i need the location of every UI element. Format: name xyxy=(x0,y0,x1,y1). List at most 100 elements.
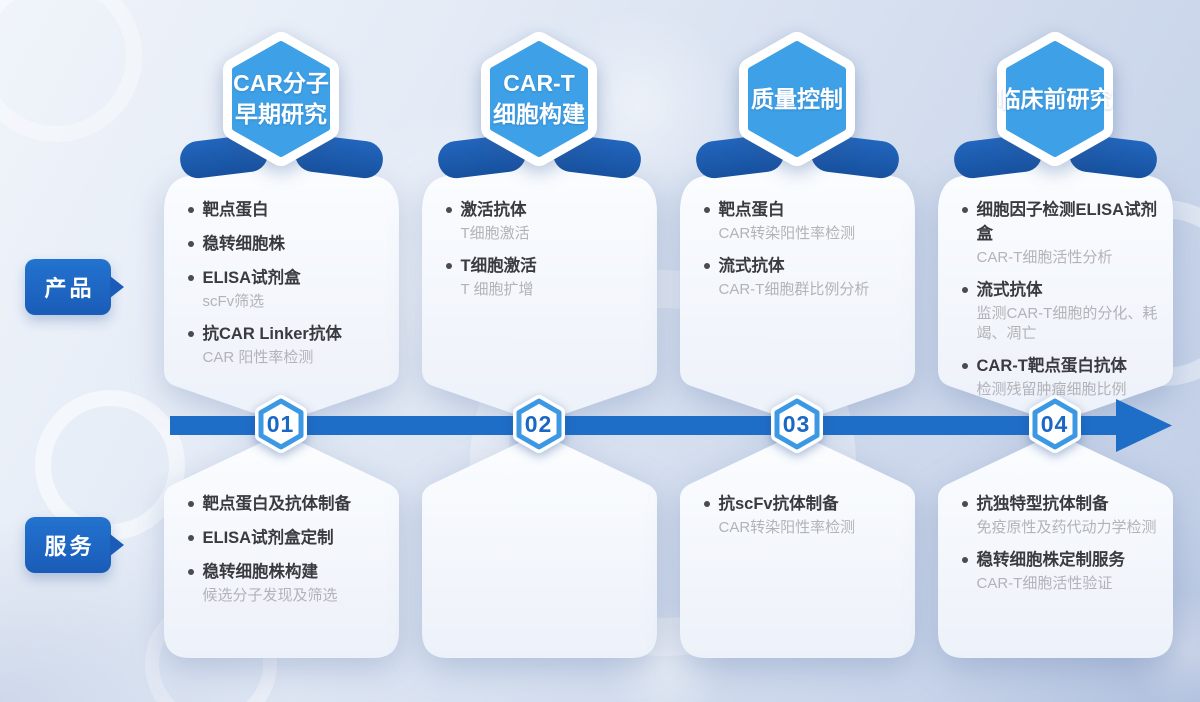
bullet-icon xyxy=(187,501,194,507)
bullet-icon xyxy=(187,207,194,213)
stage-title-line: CAR分子 xyxy=(233,70,329,96)
bullet-icon xyxy=(445,263,452,269)
stage-number: 01 xyxy=(266,410,295,437)
item-label: 抗scFv抗体制备 xyxy=(718,495,839,513)
stage-hexagon-icon xyxy=(738,32,855,166)
item-label: ELISA试剂盒定制 xyxy=(202,529,334,547)
bullet-icon xyxy=(187,331,194,337)
item-note: scFv筛选 xyxy=(202,293,265,310)
stage-hexagon-icon xyxy=(996,32,1113,166)
services-tag-label: 服务 xyxy=(44,534,95,559)
item-label: 稳转细胞株构建 xyxy=(202,563,319,581)
list-item: 流式抗体监测CAR-T细胞的分化、耗竭、凋亡 xyxy=(961,278,1162,344)
stage-title: 临床前研究 xyxy=(958,30,1153,168)
stage-title: 质量控制 xyxy=(700,30,895,168)
item-note: CAR-T细胞活性分析 xyxy=(976,249,1113,266)
stage-title-line: 临床前研究 xyxy=(997,85,1113,112)
list-item: 靶点蛋白及抗体制备 xyxy=(187,492,388,516)
list-item: 靶点蛋白 xyxy=(187,198,388,222)
item-label: 抗独特型抗体制备 xyxy=(976,495,1109,513)
products-card xyxy=(937,158,1173,421)
item-label: 流式抗体 xyxy=(718,257,785,275)
bullet-icon xyxy=(445,207,452,213)
bullet-icon xyxy=(703,207,710,213)
stage-title: CAR分子早期研究 xyxy=(184,30,379,168)
bullet-icon xyxy=(187,275,194,281)
item-note: T 细胞扩增 xyxy=(460,281,534,298)
services-list: 抗scFv抗体制备 CAR转染阳性率检测 xyxy=(703,492,904,548)
item-label: CAR-T靶点蛋白抗体 xyxy=(976,357,1127,375)
stage-title-line: 质量控制 xyxy=(751,85,843,112)
item-note: 候选分子发现及筛选 xyxy=(202,587,338,604)
item-note: CAR-T细胞活性验证 xyxy=(976,575,1113,592)
services-card xyxy=(937,436,1173,658)
services-list: 抗独特型抗体制备免疫原性及药代动力学检测稳转细胞株定制服务 CAR-T细胞活性验证 xyxy=(961,492,1162,604)
list-item: 稳转细胞株构建候选分子发现及筛选 xyxy=(187,560,388,606)
item-label: ELISA试剂盒 xyxy=(202,269,301,287)
list-item: 流式抗体 CAR-T细胞群比例分析 xyxy=(703,254,904,300)
stage-column-03: 质量控制 03 靶点蛋白 CAR转染阳性率检测流式抗体 CAR-T细胞群比例分析 抗… xyxy=(679,0,915,702)
list-item: ELISA试剂盒 scFv筛选 xyxy=(187,266,388,312)
item-label: 靶点蛋白 xyxy=(718,201,785,219)
bullet-icon xyxy=(961,363,968,369)
bullet-icon xyxy=(703,501,710,507)
list-item: 抗CAR Linker抗体 CAR 阳性率检测 xyxy=(187,322,388,368)
services-list: 靶点蛋白及抗体制备 ELISA试剂盒定制稳转细胞株构建候选分子发现及筛选 xyxy=(187,492,388,616)
item-note: CAR转染阳性率检测 xyxy=(718,519,856,536)
products-tag-label: 产品 xyxy=(44,276,95,301)
item-label: 细胞因子检测ELISA试剂盒 xyxy=(976,201,1158,243)
bullet-icon xyxy=(703,263,710,269)
bullet-icon xyxy=(187,569,194,575)
stage-number-badge xyxy=(770,395,823,453)
item-label: T细胞激活 xyxy=(460,257,537,275)
bullet-icon xyxy=(961,287,968,293)
products-list: 靶点蛋白稳转细胞株 ELISA试剂盒 scFv筛选抗CAR Linker抗体 CAR … xyxy=(187,198,388,378)
services-tag: 服务 xyxy=(25,517,111,573)
products-card xyxy=(679,158,915,421)
stage-title-line: 早期研究 xyxy=(235,101,327,127)
stage-title-line: CAR-T xyxy=(503,70,575,96)
services-card xyxy=(421,436,657,658)
item-label: 靶点蛋白及抗体制备 xyxy=(202,495,352,513)
list-item: T细胞激活 T 细胞扩增 xyxy=(445,254,646,300)
bullet-icon xyxy=(187,241,194,247)
item-note: 监测CAR-T细胞的分化、耗竭、凋亡 xyxy=(976,305,1158,342)
item-note: 检测残留肿瘤细胞比例 xyxy=(976,381,1127,398)
item-note: 免疫原性及药代动力学检测 xyxy=(976,519,1157,536)
item-note: CAR-T细胞群比例分析 xyxy=(718,281,870,298)
list-item: 稳转细胞株 xyxy=(187,232,388,256)
products-tag: 产品 xyxy=(25,259,111,315)
bullet-icon xyxy=(187,535,194,541)
item-note: CAR转染阳性率检测 xyxy=(718,225,856,242)
list-item: ELISA试剂盒定制 xyxy=(187,526,388,550)
list-item: 抗独特型抗体制备免疫原性及药代动力学检测 xyxy=(961,492,1162,538)
list-item: 细胞因子检测ELISA试剂盒 CAR-T细胞活性分析 xyxy=(961,198,1162,268)
products-list: 细胞因子检测ELISA试剂盒 CAR-T细胞活性分析流式抗体监测CAR-T细胞的分… xyxy=(961,198,1162,410)
item-label: 抗CAR Linker抗体 xyxy=(202,325,342,343)
item-label: 流式抗体 xyxy=(976,281,1043,299)
bullet-icon xyxy=(961,207,968,213)
bullet-icon xyxy=(961,557,968,563)
stage-column-01: CAR分子早期研究 01 靶点蛋白稳转细胞株 ELISA试剂盒 scFv筛选抗CAR… xyxy=(163,0,399,702)
stage-number: 02 xyxy=(524,410,553,437)
item-label: 靶点蛋白 xyxy=(202,201,269,219)
list-item: CAR-T靶点蛋白抗体检测残留肿瘤细胞比例 xyxy=(961,354,1162,400)
item-label: 激活抗体 xyxy=(460,201,527,219)
item-label: 稳转细胞株 xyxy=(202,235,286,253)
stage-number-badge xyxy=(1028,395,1081,453)
services-card xyxy=(163,436,399,658)
list-item: 稳转细胞株定制服务 CAR-T细胞活性验证 xyxy=(961,548,1162,594)
products-list: 靶点蛋白 CAR转染阳性率检测流式抗体 CAR-T细胞群比例分析 xyxy=(703,198,904,310)
item-note: T细胞激活 xyxy=(460,225,530,242)
services-card xyxy=(679,436,915,658)
list-item: 激活抗体 T细胞激活 xyxy=(445,198,646,244)
products-list: 激活抗体 T细胞激活 T细胞激活 T 细胞扩增 xyxy=(445,198,646,310)
stage-number: 03 xyxy=(782,410,811,437)
item-label: 稳转细胞株定制服务 xyxy=(976,551,1126,569)
item-note: CAR 阳性率检测 xyxy=(202,349,314,366)
list-item: 靶点蛋白 CAR转染阳性率检测 xyxy=(703,198,904,244)
